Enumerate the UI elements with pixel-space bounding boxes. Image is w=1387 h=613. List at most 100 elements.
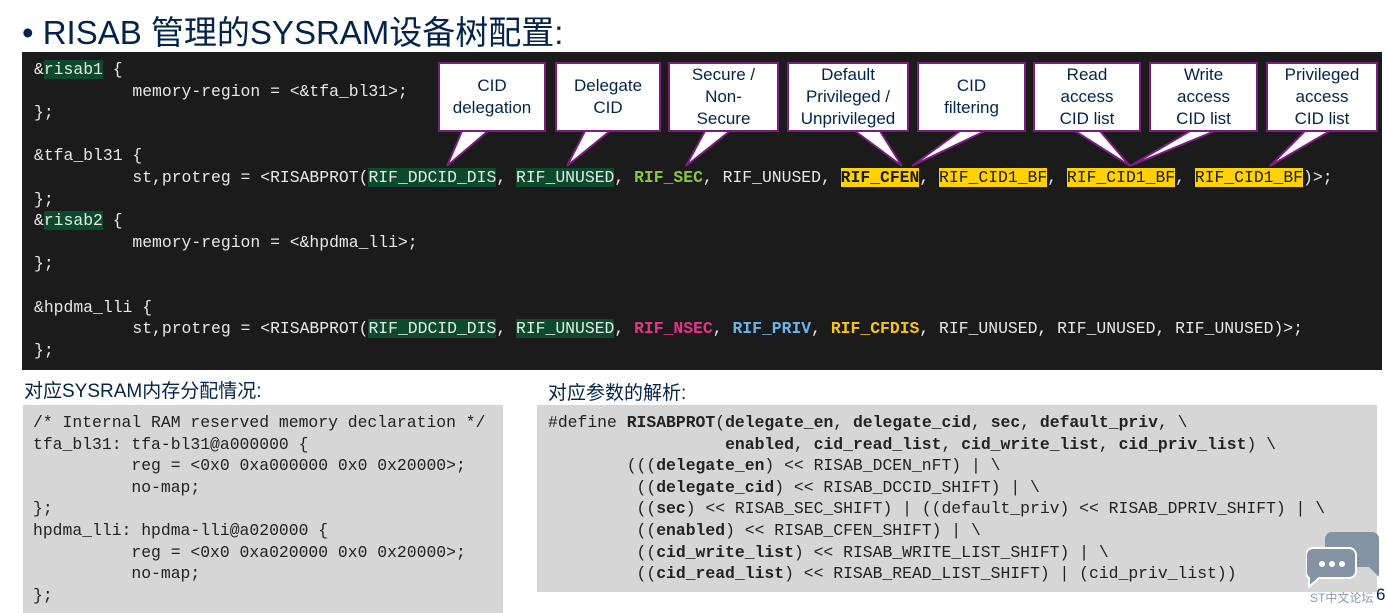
code-token: RIF_DDCID_DIS [368,167,497,187]
code-line: ((cid_read_list) << RISAB_READ_LIST_SHIF… [548,563,1325,585]
code-line [34,275,1333,297]
code-token: enabled [656,520,726,540]
callout-tail [1129,130,1216,167]
code-line: }; [33,498,485,520]
code-token: RIF_UNUSED [516,319,615,339]
code-line: tfa_bl31: tfa-bl31@a000000 { [33,434,485,456]
code-line: no-map; [33,563,485,585]
code-token: , [971,413,991,432]
code-token: RIF_CID1_BF [1066,167,1176,187]
code-line: reg = <0x0 0xa000000 0x0 0x20000>; [33,455,485,477]
code-line: #define RISABPROT(delegate_en, delegate_… [548,412,1325,434]
code-token: RIF_SEC [634,167,703,187]
define-code-block: #define RISABPROT(delegate_en, delegate_… [537,405,1377,592]
callout-tail [1269,130,1334,167]
code-line: memory-region = <&hpdma_lli>; [34,232,1333,254]
code-token: , [793,434,814,454]
code-token: , [614,167,635,187]
code-token: ) << RISAB_READ_LIST_SHIFT) | (cid_priv_… [784,564,1237,584]
callout-tail [851,130,903,167]
code-line: hpdma_lli: hpdma-lli@a020000 { [33,520,485,542]
callout-tails [446,130,1334,167]
code-line: ((cid_write_list) << RISAB_WRITE_LIST_SH… [548,542,1325,564]
code-token: , \ [1157,413,1188,432]
code-token: RIF_CID1_BF [939,167,1048,187]
code-token: & [34,211,44,231]
code-token: (( [548,542,657,562]
callout-tail [1071,130,1131,167]
code-token: ) << RISAB_SEC_SHIFT) | ((default_priv) … [685,499,1326,519]
forum-footer: ST中文论坛 [1310,591,1374,605]
memory-allocation-heading: 对应SYSRAM内存分配情况: [24,381,262,402]
code-token: ) << RISAB_DCEN_nFT) | \ [764,456,1001,476]
callout-tail [566,130,613,167]
code-token: , RIF_UNUSED, [702,167,841,187]
code-token: cid_write_list [656,542,794,562]
code-token: }; [34,103,54,123]
code-token: risab2 [43,211,103,231]
code-token: (( [548,564,657,584]
code-token: /* Internal RAM reserved memory declarat… [33,413,486,432]
chat-icon[interactable] [1306,530,1381,588]
callout-tail [911,130,986,167]
callout-tail [446,130,491,167]
code-token: ) \ [1246,434,1276,454]
callout-tail [685,130,733,167]
code-line: memory-region = <&tfa_bl31>; [34,81,1333,103]
code-token: }; [34,189,54,209]
code-token: & [34,60,44,79]
code-token: )>; [1303,167,1333,187]
memory-code-block: /* Internal RAM reserved memory declarat… [23,405,503,613]
code-line: }; [33,585,485,607]
code-token: &hpdma_lli { [34,297,153,317]
code-token: enabled [725,434,794,454]
code-token: RIF_DDCID_DIS [368,319,497,339]
code-token: delegate_en [725,413,834,432]
code-token: (( [548,499,657,519]
code-line: }; [34,253,1333,275]
code-token: cid_write_list [961,434,1099,454]
code-token: (( [548,520,657,540]
code-line: /* Internal RAM reserved memory declarat… [33,412,485,434]
code-line: }; [34,340,1333,362]
code-line: &risab1 { [34,59,1333,81]
code-token: , [1020,413,1040,432]
page-title: • RISAB 管理的SYSRAM设备树配置: [22,14,564,51]
code-line: ((delegate_cid) << RISAB_DCCID_SHIFT) | … [548,477,1325,499]
code-token: memory-region = <&tfa_bl31>; [34,81,408,101]
code-token: , [811,319,831,339]
code-token: RIF_CID1_BF [1194,167,1304,187]
code-token: , RIF_UNUSED, RIF_UNUSED, RIF_UNUSED)>; [919,319,1303,339]
code-token: { [102,60,123,79]
code-token: , [1175,167,1195,187]
code-token: reg = <0x0 0xa000000 0x0 0x20000>; [33,456,466,476]
code-token: , [833,413,853,432]
callout-secure-non-secure: Secure /Non-Secure [668,62,779,132]
code-token: , [496,319,516,339]
code-line: (((delegate_en) << RISAB_DCEN_nFT) | \ [548,455,1325,477]
code-line: st,protreg = <RISABPROT(RIF_DDCID_DIS, R… [34,167,1333,189]
code-line: &tfa_bl31 { [34,145,1333,167]
code-token: &tfa_bl31 { [34,146,143,166]
code-token: tfa_bl31: tfa-bl31@a000000 { [33,434,309,454]
code-token: reg = <0x0 0xa020000 0x0 0x20000>; [33,542,466,562]
code-token: memory-region = <&hpdma_lli>; [34,232,418,252]
code-token: no-map; [33,477,201,497]
code-token: RIF_PRIV [732,319,812,339]
code-token: , [712,319,733,339]
code-line: &hpdma_lli { [34,297,1333,319]
code-token: cid_read_list [656,564,785,584]
code-token: ) << RISAB_WRITE_LIST_SHIFT) | \ [793,542,1109,562]
code-token: ) << RISAB_DCCID_SHIFT) | \ [774,477,1040,497]
code-token: RIF_NSEC [634,319,713,339]
code-token: RISABPROT [626,413,716,432]
code-line: }; [34,189,1333,211]
code-token: cid_priv_list [1118,434,1247,454]
code-token: RIF_CFEN [840,167,920,187]
code-token: ( [715,413,726,432]
